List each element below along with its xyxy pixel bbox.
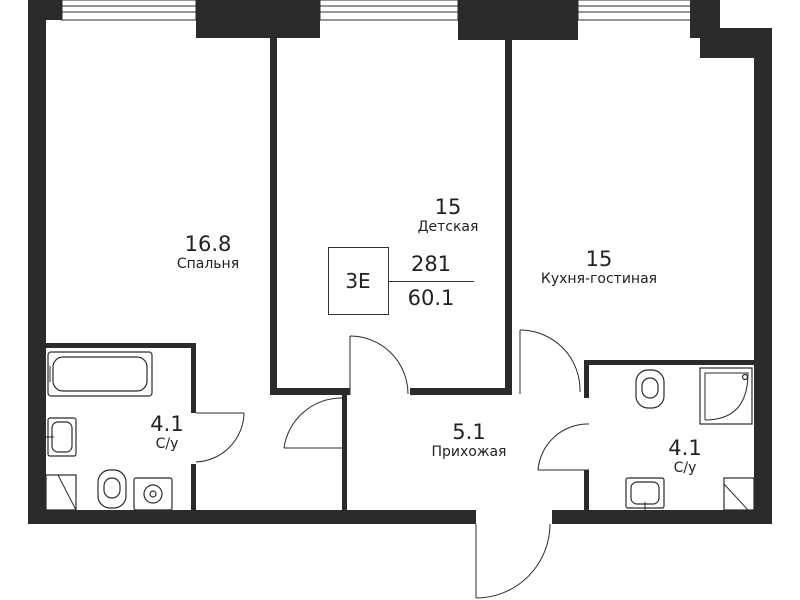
outer-walls [28, 0, 772, 524]
room-name: С/у [673, 460, 697, 476]
room-kids: 15 Детская [388, 195, 508, 235]
washing-machine-icon [133, 477, 173, 511]
sink-icon [46, 417, 77, 457]
toilet-icon [97, 469, 127, 509]
toilet-icon [635, 369, 665, 409]
room-name: Спальня [176, 256, 240, 272]
room-kitchen-living: 15 Кухня-гостиная [518, 247, 680, 287]
room-name: Детская [417, 219, 479, 235]
room-hallway: 5.1 Прихожая [414, 420, 524, 460]
windows [61, 0, 696, 38]
shaft-icon [45, 474, 77, 511]
interior-walls [46, 38, 754, 510]
apartment-total-area: 60.1 [407, 286, 455, 310]
room-area: 15 [585, 247, 613, 271]
room-area: 4.1 [150, 412, 184, 436]
room-area: 16.8 [184, 232, 232, 256]
sink-icon [625, 477, 665, 510]
shaft-icon [723, 477, 755, 511]
apartment-badge: 3E 281 60.1 [328, 247, 474, 315]
badge-divider [388, 281, 474, 282]
room-area: 5.1 [452, 420, 486, 444]
apartment-code: 3E [345, 269, 371, 293]
doors [195, 329, 590, 599]
bathtub-icon [47, 351, 153, 397]
room-name: Прихожая [431, 444, 507, 460]
shower-icon [699, 367, 753, 425]
room-area: 4.1 [668, 436, 702, 460]
room-bathroom-left: 4.1 С/у [132, 412, 202, 452]
apartment-number: 281 [410, 252, 452, 276]
room-name: С/у [155, 436, 179, 452]
room-name: Кухня-гостиная [540, 271, 658, 287]
room-bedroom: 16.8 Спальня [158, 232, 258, 272]
room-area: 15 [434, 195, 462, 219]
room-bathroom-right: 4.1 С/у [650, 436, 720, 476]
